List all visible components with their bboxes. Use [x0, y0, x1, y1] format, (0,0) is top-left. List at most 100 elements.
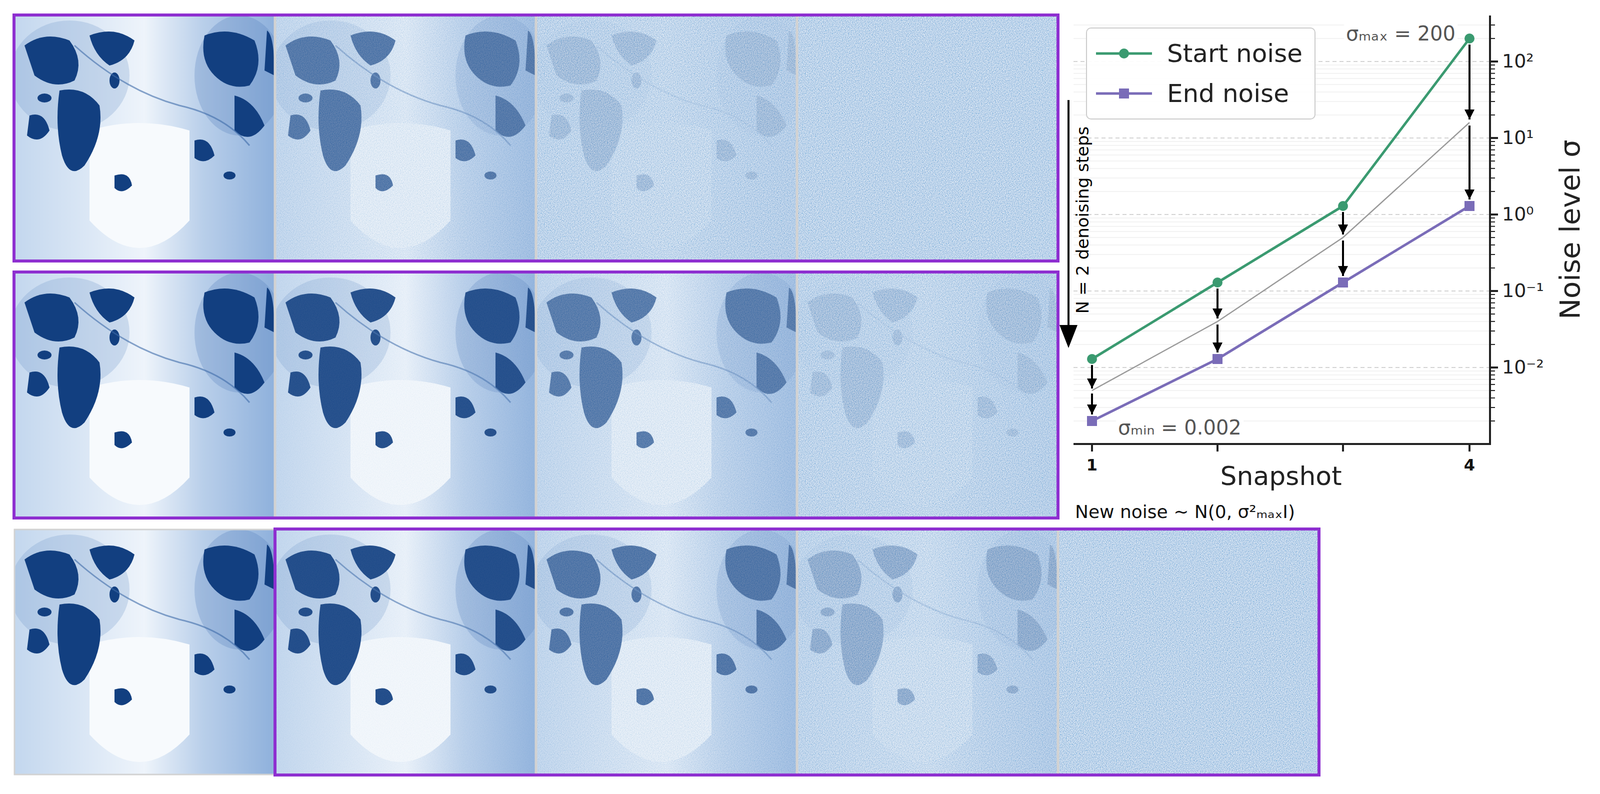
panel-border: [1058, 529, 1319, 775]
noise-layer: [536, 272, 797, 518]
field-image: [9, 272, 285, 518]
tick: [1490, 213, 1498, 216]
new-noise-note: New noise ∼ N(0, σ²ₘₐₓI): [1075, 501, 1295, 522]
panel-border: [797, 272, 1058, 518]
noise-layer: [275, 15, 536, 261]
panel-border: [14, 529, 275, 775]
panel-row: [9, 272, 1068, 518]
minor-grid-line: [1073, 237, 1490, 238]
panel-border: [275, 15, 536, 261]
marker: [1212, 277, 1223, 288]
field-image: [270, 272, 546, 518]
minor-grid-line: [1073, 177, 1490, 179]
panel-border: [536, 529, 797, 775]
panel-borders: [14, 15, 1319, 775]
window-frame: [14, 15, 1058, 261]
denoise-arrow: [1342, 240, 1344, 276]
field-panel: [1058, 529, 1319, 775]
field-panel: [270, 272, 546, 518]
legend-entry: End noise: [1094, 73, 1303, 114]
field-image: [270, 529, 546, 775]
minor-grid-line: [1073, 302, 1490, 304]
field-panel: [792, 529, 1068, 775]
minor-grid-line: [1073, 145, 1490, 146]
x-axis: [1073, 443, 1491, 445]
y-tick-label: 10⁻¹: [1502, 280, 1544, 302]
legend-entry: Start noise: [1094, 33, 1303, 74]
minor-grid-line: [1073, 149, 1490, 151]
minor-grid-line: [1073, 379, 1490, 380]
minor-grid-line: [1073, 267, 1490, 269]
field-image: [9, 529, 285, 775]
minor-grid-line: [1073, 141, 1490, 142]
y-tick-label: 10⁰: [1502, 203, 1534, 226]
marker: [1464, 33, 1475, 44]
x-tick-label: 1: [1086, 456, 1098, 475]
max-noise-note: σₘₐₓ = 200: [1344, 22, 1458, 45]
y-tick-label: 10²: [1502, 50, 1534, 73]
tick: [1490, 366, 1498, 369]
denoise-arrow: [1216, 288, 1219, 319]
intermediate-line: [1092, 122, 1470, 391]
denoise-arrow: [1468, 125, 1471, 200]
noise-layer: [1058, 529, 1319, 775]
denoise-arrow: [1468, 44, 1471, 120]
minor-grid-line: [1073, 168, 1490, 169]
end-noise-markers: [1087, 201, 1475, 426]
field-panel: [792, 272, 1068, 518]
panel-border: [14, 272, 275, 518]
panel-border: [536, 272, 797, 518]
y-axis: [1489, 15, 1491, 445]
steps-arrow: [1067, 100, 1070, 326]
minor-grid-line: [1073, 374, 1490, 376]
minor-grid-line: [1073, 154, 1490, 156]
field-image: [531, 529, 807, 775]
field-image: [531, 15, 807, 261]
grid-line: [1073, 290, 1490, 292]
field-panel: [9, 272, 285, 518]
grid-line: [1073, 367, 1490, 368]
panel-border: [797, 15, 1058, 261]
denoise-arrow: [1216, 324, 1219, 353]
noise-layer: [536, 15, 797, 261]
minor-grid-line: [1073, 307, 1490, 309]
field-panel: [531, 15, 807, 261]
minor-grid-line: [1073, 313, 1490, 315]
window-frame: [275, 529, 1319, 775]
tick: [1342, 444, 1344, 452]
steps-arrow-head: [1059, 325, 1078, 348]
field-image: [792, 529, 1068, 775]
minor-grid: [1073, 25, 1495, 421]
minor-grid-line: [1073, 344, 1490, 345]
panel-border: [797, 529, 1058, 775]
end-noise-line: [1092, 206, 1470, 421]
marker: [1087, 416, 1097, 426]
field-panel: [797, 15, 1058, 261]
tick: [1468, 444, 1471, 452]
y-axis-title: Noise level σ: [1554, 139, 1586, 320]
legend-label: Start noise: [1167, 39, 1303, 68]
min-noise-note: σₘᵢₙ = 0.002: [1116, 416, 1244, 439]
noise-layer: [275, 529, 536, 775]
minor-grid-line: [1073, 294, 1490, 295]
tick: [1490, 290, 1498, 292]
window-frame: [14, 272, 1058, 518]
denoise-arrow: [1091, 365, 1093, 389]
tick: [1216, 444, 1219, 452]
noise-layer: [797, 529, 1058, 775]
minor-grid-line: [1073, 384, 1490, 385]
tick: [1490, 137, 1498, 139]
field-panel: [9, 15, 285, 261]
panel-border: [536, 15, 797, 261]
steps-note: N = 2 denoising steps: [1073, 126, 1093, 314]
axes: [1073, 15, 1498, 452]
grid-line: [1073, 137, 1490, 139]
marker: [1338, 201, 1348, 211]
field-image: [9, 15, 285, 261]
legend-marker: [1119, 88, 1129, 99]
marker: [1087, 354, 1097, 364]
minor-grid-line: [1073, 217, 1490, 219]
minor-grid-line: [1073, 221, 1490, 223]
panel-border: [275, 529, 536, 775]
